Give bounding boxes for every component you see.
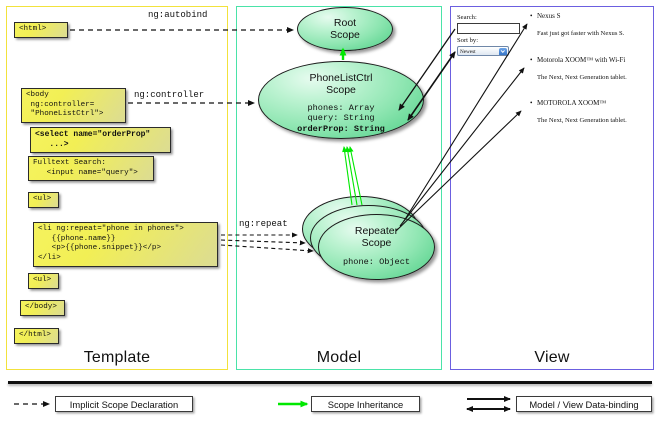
- bullet-icon: •: [530, 99, 533, 107]
- scope-prop-orderprop: orderProp: String: [297, 123, 385, 134]
- legend-label-implicit-scope-declaration: Implicit Scope Declaration: [55, 396, 193, 412]
- legend-separator: [8, 381, 652, 384]
- bullet-icon: •: [530, 56, 533, 64]
- view-sort-label: Sort by:: [457, 37, 479, 44]
- code-box-body-close: </body>: [20, 300, 65, 316]
- view-phone-item-1: • Motorola XOOM™ with Wi-Fi: [530, 56, 625, 64]
- view-phone-snippet-1: The Next, Next Generation tablet.: [537, 74, 627, 81]
- code-box-ul-close: <ul>: [28, 273, 59, 289]
- edge-label-ng-controller: ng:controller: [134, 90, 205, 100]
- scope-prop-query: query: String: [307, 113, 375, 124]
- scope-prop-phone: phone: Object: [342, 257, 411, 267]
- code-box-body-open: <body ng:controller= "PhoneListCtrl">: [21, 88, 126, 124]
- view-phone-name-1: Motorola XOOM™ with Wi-Fi: [537, 56, 626, 64]
- view-phone-name-2: MOTOROLA XOOM™: [537, 99, 607, 107]
- scope-phonelistctrl-scope-props: phones: Array query: String orderProp: S…: [259, 103, 423, 134]
- code-box-li-ngrepeat: <li ng:repeat="phone in phones"> {{phone…: [33, 222, 218, 267]
- chevron-down-icon: [499, 48, 507, 55]
- scope-root-scope-title: Root Scope: [330, 17, 360, 42]
- scope-phonelistctrl-scope-title: PhoneListCtrl Scope: [309, 72, 373, 97]
- view-sort-selected-value: Newest: [460, 49, 476, 55]
- scope-repeater-scope: Repeater Scope phone: Object: [318, 214, 435, 280]
- bullet-icon: •: [530, 12, 533, 20]
- legend-label-scope-inheritance: Scope Inheritance: [311, 396, 420, 412]
- scope-repeater-scope-title: Repeater Scope: [354, 225, 399, 250]
- code-box-select-orderprop: <select name="orderProp" ...>: [30, 127, 171, 154]
- code-box-html-close: </html>: [14, 328, 59, 344]
- view-search-label: Search:: [457, 14, 477, 21]
- scope-phonelistctrl-scope: PhoneListCtrl Scope phones: Array query:…: [258, 61, 424, 139]
- column-label-template: Template: [83, 349, 151, 366]
- scope-prop-phones: phones: Array: [307, 103, 375, 113]
- legend-label-model-view-data-binding: Model / View Data-binding: [516, 396, 652, 412]
- view-search-input[interactable]: [457, 23, 520, 34]
- view-phone-name-0: Nexus S: [537, 12, 561, 20]
- view-phone-snippet-2: The Next, Next Generation tablet.: [537, 117, 627, 124]
- code-box-ul-open: <ul>: [28, 192, 59, 208]
- scope-root-scope: Root Scope: [297, 7, 393, 51]
- view-phone-snippet-0: Fast just got faster with Nexus S.: [537, 30, 625, 37]
- scope-repeater-scope-props: phone: Object: [319, 257, 434, 267]
- edge-label-ng-repeat: ng:repeat: [239, 219, 288, 229]
- column-label-model: Model: [316, 349, 362, 366]
- column-label-view: View: [534, 349, 570, 366]
- code-box-html-open: <html>: [14, 22, 68, 38]
- view-phone-item-2: • MOTOROLA XOOM™: [530, 99, 606, 107]
- view-phone-item-0: • Nexus S: [530, 12, 561, 20]
- view-sort-select[interactable]: Newest: [457, 46, 509, 56]
- edge-label-ng-autobind: ng:autobind: [148, 10, 208, 20]
- code-box-fulltext-search: Fulltext Search: <input name="query">: [28, 156, 154, 182]
